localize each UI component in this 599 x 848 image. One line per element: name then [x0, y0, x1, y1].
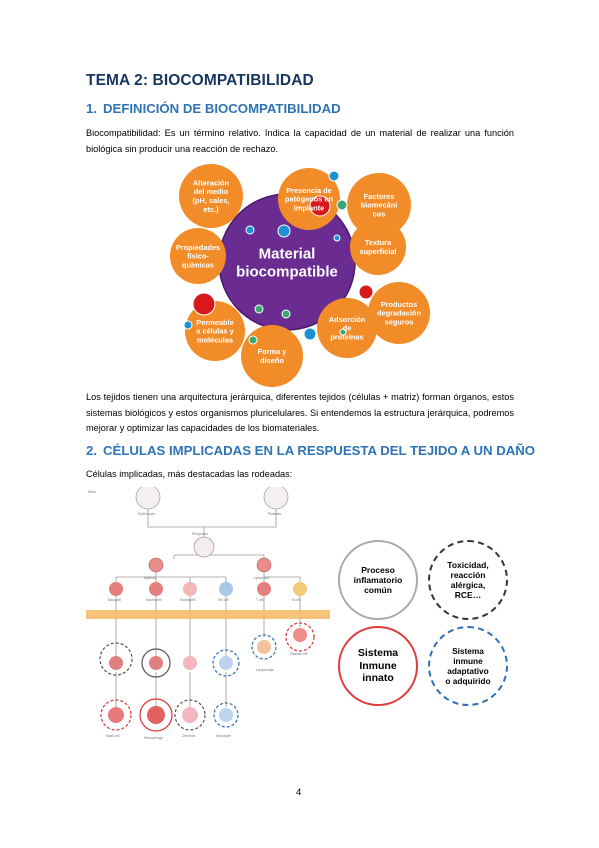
section-heading-2: 2. CÉLULAS IMPLICADAS EN LA RESPUESTA DEL… — [86, 443, 535, 458]
platelets-label: Platelets — [268, 512, 281, 516]
legend-line: Sistema — [452, 646, 484, 656]
hematopoiesis-diagram: Stem Erythrocyte Platelets Pluripotent M… — [86, 487, 330, 749]
b-cell-label: B cell — [292, 598, 301, 602]
tissues-paragraph: Los tejidos tienen una arquitectura jerá… — [86, 392, 514, 433]
topic-bubble — [317, 298, 377, 358]
legend-line: inmune — [453, 656, 483, 666]
decor-dot — [339, 328, 347, 336]
decor-dot — [333, 234, 341, 242]
legend-line: adaptativo — [447, 666, 489, 676]
erythrocyte-label: Erythrocyte — [138, 512, 155, 516]
legend-line: innato — [362, 672, 394, 685]
lymphocyte-label: Lymphocyte — [256, 668, 274, 672]
legend-line: Sistema — [357, 647, 399, 660]
lymphoid-label: Lymphoid — [254, 576, 269, 580]
decor-dot — [303, 327, 317, 341]
legend-line: Inmune — [359, 659, 397, 672]
legend-inflammatory: Proceso inflamatorio común — [338, 540, 418, 620]
page-number: 4 — [296, 787, 302, 798]
legend-innate-immunity: Sistema Inmune innato — [338, 626, 418, 706]
topic-bubble — [350, 219, 406, 275]
cells-intro: Células implicadas, más destacadas las r… — [86, 469, 293, 479]
section-number: 2. — [86, 443, 97, 458]
myeloid-label: Myeloid — [144, 576, 156, 580]
t-cell-label: T cell — [256, 598, 264, 602]
decor-dot — [245, 225, 255, 235]
decor-dot — [358, 284, 374, 300]
monocyte-label: Monocyte — [216, 734, 231, 738]
cell-legend: Proceso inflamatorio común Toxicidad, re… — [338, 538, 518, 708]
topic-bubble — [185, 301, 245, 361]
decor-dot — [183, 320, 193, 330]
page-title: TEMA 2: BIOCOMPATIBILIDAD — [86, 72, 314, 89]
decor-dot — [254, 304, 264, 314]
plasma-cell-label: Plasma cell — [290, 652, 308, 656]
topic-bubble — [170, 228, 226, 284]
section-number: 1. — [86, 101, 97, 116]
legend-toxicity: Toxicidad, reacción alérgica, RCE… — [428, 540, 508, 620]
decor-dot — [248, 335, 258, 345]
definition-paragraph: Biocompatibilidad: Es un término relativ… — [86, 128, 514, 154]
nk-cell-label: NK cell — [218, 598, 229, 602]
decor-dot — [192, 292, 216, 316]
neutrophil-label: Neutrophil — [146, 598, 162, 602]
eosinophil-label: Eosinophil — [180, 598, 196, 602]
pluripotent-label: Pluripotent — [192, 532, 208, 536]
section-heading-1: 1. DEFINICIÓN DE BIOCOMPATIBILIDAD — [86, 101, 341, 116]
legend-line: Toxicidad, — [447, 560, 489, 570]
legend-line: común — [364, 585, 392, 595]
decor-dot — [336, 199, 348, 211]
topic-bubble — [179, 164, 243, 228]
mast-cell-label: Mast cell — [106, 734, 120, 738]
decor-dot — [281, 309, 291, 319]
legend-line: o adquirido — [445, 676, 491, 686]
legend-line: alérgica, — [450, 580, 486, 590]
legend-line: reacción — [450, 570, 486, 580]
decor-dot — [328, 170, 340, 182]
dendritic-label: Dendritic — [182, 734, 196, 738]
legend-line: RCE… — [454, 590, 482, 600]
topic-bubble — [347, 173, 411, 237]
stem-label: Stem — [88, 490, 96, 494]
topic-bubble — [368, 282, 430, 344]
decor-dot — [309, 195, 331, 217]
basophil-label: Basophil — [108, 598, 121, 602]
section-label: DEFINICIÓN DE BIOCOMPATIBILIDAD — [103, 101, 341, 116]
legend-line: Proceso — [361, 565, 395, 575]
section-label: CÉLULAS IMPLICADAS EN LA RESPUESTA DEL T… — [103, 443, 536, 458]
legend-line: inflamatorio — [353, 575, 403, 585]
legend-adaptive-immunity: Sistema inmune adaptativo o adquirido — [428, 626, 508, 706]
decor-dot — [277, 224, 291, 238]
macrophage-label: Macrophage — [144, 736, 163, 740]
